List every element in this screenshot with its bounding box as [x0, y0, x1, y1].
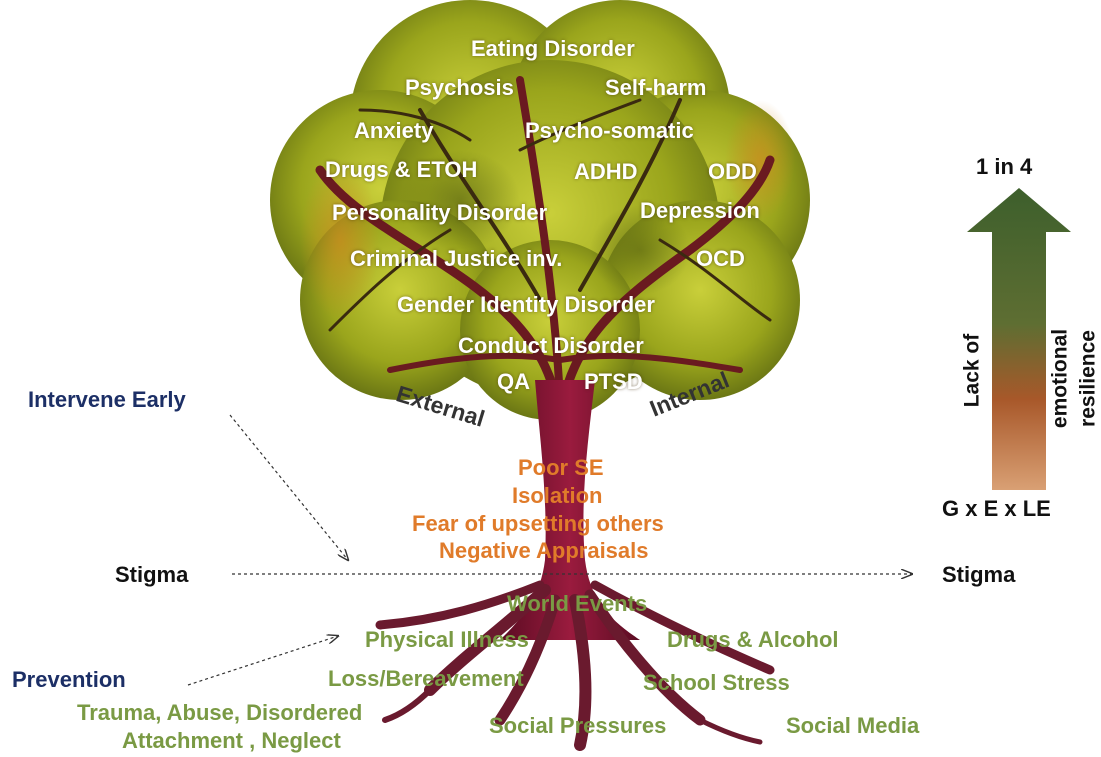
- label-negative-appraisals: Negative Appraisals: [439, 540, 649, 562]
- label-gender-identity: Gender Identity Disorder: [397, 294, 655, 316]
- label-school-stress: School Stress: [643, 672, 790, 694]
- label-stigma-left: Stigma: [115, 564, 188, 586]
- label-trauma-line2: Attachment , Neglect: [122, 730, 341, 752]
- label-physical-illness: Physical Illness: [365, 629, 529, 651]
- label-eating-disorder: Eating Disorder: [471, 38, 635, 60]
- label-lack-of: Lack of: [962, 321, 983, 421]
- label-trauma-line1: Trauma, Abuse, Disordered: [77, 702, 362, 724]
- label-drugs-alcohol: Drugs & Alcohol: [667, 629, 839, 651]
- label-qa: QA: [497, 371, 530, 393]
- label-personality-disorder: Personality Disorder: [332, 202, 547, 224]
- label-intervene-early: Intervene Early: [28, 389, 186, 411]
- label-ocd: OCD: [696, 248, 745, 270]
- intervene-early-arrow: [230, 415, 348, 560]
- label-emotional: emotional: [1050, 314, 1071, 444]
- label-social-media: Social Media: [786, 715, 919, 737]
- label-self-harm: Self-harm: [605, 77, 706, 99]
- label-stigma-right: Stigma: [942, 564, 1015, 586]
- label-odd: ODD: [708, 161, 757, 183]
- label-isolation: Isolation: [512, 485, 602, 507]
- label-social-pressures: Social Pressures: [489, 715, 666, 737]
- label-fear: Fear of upsetting others: [412, 513, 664, 535]
- label-one-in-four: 1 in 4: [976, 156, 1032, 178]
- label-adhd: ADHD: [574, 161, 638, 183]
- label-anxiety: Anxiety: [354, 120, 433, 142]
- label-world-events: World Events: [507, 593, 647, 615]
- label-resilience: resilience: [1078, 314, 1099, 444]
- label-drugs-etoh: Drugs & ETOH: [325, 159, 477, 181]
- label-ptsd: PTSD: [584, 371, 643, 393]
- label-conduct-disorder: Conduct Disorder: [458, 335, 644, 357]
- label-gxexle: G x E x LE: [942, 498, 1051, 520]
- label-psycho-somatic: Psycho-somatic: [525, 120, 694, 142]
- label-criminal-justice: Criminal Justice inv.: [350, 248, 562, 270]
- label-prevention: Prevention: [12, 669, 126, 691]
- label-psychosis: Psychosis: [405, 77, 514, 99]
- prevention-arrow: [188, 636, 338, 685]
- label-loss-bereavement: Loss/Bereavement: [328, 668, 524, 690]
- label-depression: Depression: [640, 200, 760, 222]
- label-poor-se: Poor SE: [518, 457, 604, 479]
